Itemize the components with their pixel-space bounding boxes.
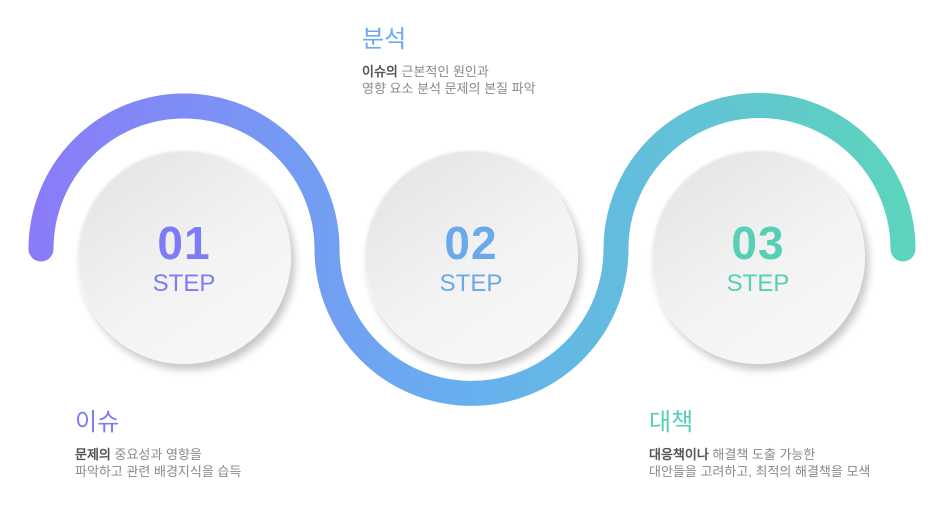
step-3-number: 03: [731, 217, 785, 269]
step-1-desc-line2: 파악하고 관련 배경지식을 습득: [75, 464, 242, 479]
step-2-desc-line2: 영향 요소 분석 문제의 본질 파악: [362, 81, 536, 96]
step-1-number: 01: [157, 217, 211, 269]
step-3-title: 대책: [649, 409, 694, 436]
step-1-title: 이슈: [75, 409, 120, 436]
step-2-description: 이슈의 근본적인 원인과 영향 요소 분석 문제의 본질 파악: [362, 63, 536, 97]
step-2-label: STEP: [439, 270, 503, 297]
step-2-number: 02: [444, 217, 498, 269]
step-3-desc-line2: 대안들을 고려하고, 최적의 해결책을 모색: [649, 464, 871, 479]
step-2-title: 분석: [362, 26, 407, 53]
step-3-label: STEP: [726, 270, 790, 297]
step-1-label: STEP: [152, 270, 216, 297]
step-3-desc-bold: 대응책이나: [649, 447, 709, 462]
step-2-desc-line1: 근본적인 원인과: [397, 64, 489, 79]
step-3-description: 대응책이나 해결책 도출 가능한 대안들을 고려하고, 최적의 해결책을 모색: [649, 446, 870, 480]
step-3-circle: 03 STEP: [651, 150, 865, 364]
step-1-desc-bold: 문제의: [75, 447, 111, 462]
step-1-desc-line1: 중요성과 영향을: [110, 447, 202, 462]
step-1-circle: 01 STEP: [77, 150, 291, 364]
step-2-circle: 02 STEP: [364, 150, 578, 364]
step-3-desc-line1: 해결책 도출 가능한: [708, 447, 816, 462]
step-2-desc-bold: 이슈의: [362, 64, 398, 79]
step-1-description: 문제의 중요성과 영향을 파악하고 관련 배경지식을 습득: [75, 446, 241, 480]
